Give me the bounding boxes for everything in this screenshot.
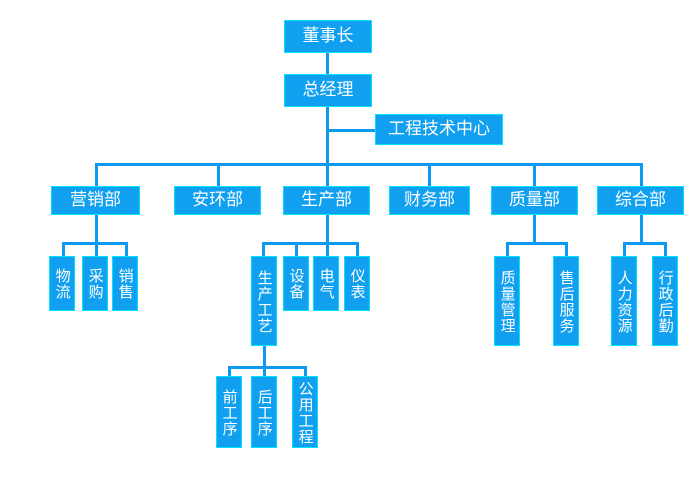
connector-production-bus: [262, 242, 356, 245]
connector-drop-quality: [533, 163, 536, 186]
node-marketing-dept-label: 营销部: [70, 189, 121, 210]
node-administration-logistics-label: 行政后勤: [656, 269, 675, 334]
connector-production-process-stem: [263, 345, 266, 366]
connector-drop-utilities: [304, 366, 307, 376]
connector-drop-production-process: [262, 242, 265, 256]
node-electrical-label: 电气: [317, 268, 336, 300]
connector-production-stem: [326, 214, 329, 242]
node-procurement-label: 采购: [86, 268, 105, 300]
connector-department-bus: [95, 163, 643, 166]
node-human-resources-label: 人力资源: [615, 269, 634, 334]
connector-general-stem: [640, 214, 643, 242]
connector-gm-trunk: [326, 106, 329, 165]
node-front-process-label: 前工序: [220, 388, 239, 437]
node-sales-label: 销售: [116, 268, 135, 300]
node-back-process-label: 后工序: [255, 388, 274, 437]
node-logistics[interactable]: 物流: [49, 256, 75, 311]
node-equipment[interactable]: 设备: [283, 256, 309, 311]
connector-drop-equipment: [295, 242, 298, 256]
node-instrumentation-label: 仪表: [348, 268, 367, 300]
connector-drop-marketing: [95, 163, 98, 186]
connector-drop-safety: [217, 163, 220, 186]
connector-gm-to-etc: [326, 129, 376, 132]
connector-drop-admin: [664, 242, 667, 256]
node-quality-management[interactable]: 质量管理: [494, 256, 520, 346]
node-utilities-label: 公用工程: [296, 380, 315, 445]
node-general-affairs-dept[interactable]: 综合部: [597, 186, 684, 215]
node-electrical[interactable]: 电气: [313, 256, 339, 311]
node-quality-management-label: 质量管理: [498, 269, 517, 334]
node-after-sales-service-label: 售后服务: [557, 269, 576, 334]
connector-chairman-to-gm: [326, 52, 329, 74]
node-general-affairs-dept-label: 综合部: [615, 189, 666, 210]
connector-quality-stem: [533, 214, 536, 242]
node-finance-dept-label: 财务部: [404, 189, 455, 210]
connector-drop-electrical: [326, 242, 329, 256]
node-chairman[interactable]: 董事长: [284, 20, 372, 53]
node-administration-logistics[interactable]: 行政后勤: [652, 256, 678, 346]
connector-drop-sales: [125, 242, 128, 256]
node-marketing-dept[interactable]: 营销部: [51, 186, 140, 215]
node-production-process[interactable]: 生产工艺: [251, 256, 277, 346]
connector-drop-hr: [623, 242, 626, 256]
node-chairman-label: 董事长: [302, 25, 354, 46]
node-front-process[interactable]: 前工序: [216, 376, 242, 448]
node-engineering-tech-center[interactable]: 工程技术中心: [375, 114, 503, 145]
node-finance-dept[interactable]: 财务部: [389, 186, 470, 215]
connector-drop-procurement: [95, 242, 98, 256]
node-safety-env-dept[interactable]: 安环部: [174, 186, 261, 215]
node-sales[interactable]: 销售: [112, 256, 138, 311]
node-production-dept-label: 生产部: [301, 189, 352, 210]
node-equipment-label: 设备: [287, 268, 306, 300]
connector-drop-quality-management: [506, 242, 509, 256]
connector-quality-bus: [506, 242, 568, 245]
node-production-dept[interactable]: 生产部: [283, 186, 370, 215]
node-human-resources[interactable]: 人力资源: [611, 256, 637, 346]
connector-drop-back-process: [263, 366, 266, 376]
node-safety-env-dept-label: 安环部: [192, 189, 243, 210]
node-engineering-tech-center-label: 工程技术中心: [388, 118, 490, 139]
connector-general-bus: [623, 242, 667, 245]
connector-bottom-bus: [228, 366, 307, 369]
node-after-sales-service[interactable]: 售后服务: [553, 256, 579, 346]
node-utilities[interactable]: 公用工程: [292, 376, 318, 448]
node-quality-dept[interactable]: 质量部: [491, 186, 578, 215]
connector-drop-production: [326, 163, 329, 186]
node-general-manager[interactable]: 总经理: [284, 74, 372, 107]
node-instrumentation[interactable]: 仪表: [344, 256, 370, 311]
connector-drop-logistics: [62, 242, 65, 256]
connector-drop-instrumentation: [356, 242, 359, 256]
node-back-process[interactable]: 后工序: [251, 376, 277, 448]
node-production-process-label: 生产工艺: [255, 269, 274, 334]
connector-drop-front-process: [228, 366, 231, 376]
node-quality-dept-label: 质量部: [509, 189, 560, 210]
connector-drop-after-sales: [565, 242, 568, 256]
node-procurement[interactable]: 采购: [82, 256, 108, 311]
node-general-manager-label: 总经理: [302, 79, 354, 100]
connector-drop-general: [640, 163, 643, 186]
connector-drop-finance: [428, 163, 431, 186]
connector-marketing-stem: [95, 214, 98, 242]
node-logistics-label: 物流: [53, 268, 72, 300]
